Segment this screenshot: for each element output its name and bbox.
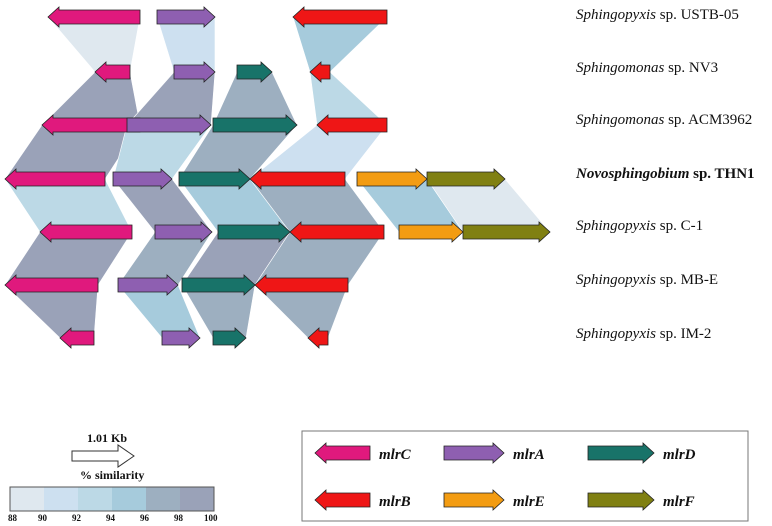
gene-arrow-r0-mlra	[156, 6, 216, 28]
gene-arrow-r2-mlrc	[41, 114, 141, 136]
species-label-thn1: Novosphingobium sp. THN1	[575, 166, 755, 182]
species-label-acm3962: Sphingomonas sp. ACM3962	[576, 112, 752, 128]
species-label-c1: Sphingopyxis sp. C-1	[576, 218, 703, 234]
similarity-ribbon-0	[47, 16, 141, 73]
scale-bar: 1.01 Kb	[71, 431, 135, 468]
species-label-im2: Sphingopyxis sp. IM-2	[576, 326, 711, 342]
similarity-ribbon-3	[41, 71, 141, 126]
similarity-bar-border	[9, 486, 215, 512]
similarity-swatch-5	[180, 487, 214, 511]
gene-arrow-r0-mlrb	[292, 6, 388, 28]
legend-arrow-mlrf	[587, 489, 655, 511]
similarity-tick-0: 88	[8, 513, 18, 523]
gene-arrow-r3-mlra	[112, 168, 173, 190]
gene-arrow-r4-mlrd	[217, 221, 291, 243]
similarity-swatch-3	[112, 487, 146, 511]
gene-arrow-r2-mlrb	[316, 114, 388, 136]
scale-bar-label: 1.01 Kb	[87, 431, 127, 445]
species-labels: Sphingopyxis sp. USTB-05 Sphingomonas sp…	[575, 7, 755, 342]
similarity-tick-4: 96	[140, 513, 150, 523]
gene-arrow-r1-mlrb	[309, 61, 331, 83]
similarity-ribbon-6	[309, 71, 388, 126]
similarity-tick-6: 100	[204, 513, 218, 523]
similarity-ribbon-11	[4, 178, 133, 233]
similarity-ribbons	[4, 16, 551, 339]
similarity-tick-5: 98	[174, 513, 184, 523]
gene-arrow-r5-mlrb	[254, 274, 349, 296]
legend-arrow-mlre	[443, 489, 505, 511]
similarity-swatch-4	[146, 487, 180, 511]
legend-arrow-mlrb	[314, 489, 371, 511]
gene-arrow-r1-mlrc	[94, 61, 131, 83]
gene-arrow-r4-mlrf	[462, 221, 551, 243]
similarity-legend: % similarity 88 90 92 94 96 98 100	[8, 468, 218, 523]
species-label-ustb05: Sphingopyxis sp. USTB-05	[576, 7, 739, 23]
gene-arrow-r5-mlrc	[4, 274, 99, 296]
similarity-tick-1: 90	[38, 513, 48, 523]
gene-arrow-r3-mlrb	[249, 168, 346, 190]
gene-legend: mlrC mlrA mlrD mlrB mlrE mlrF	[301, 430, 749, 522]
gene-legend-box	[301, 430, 749, 522]
gene-arrow-r6-mlra	[161, 327, 201, 349]
scale-arrow-icon	[71, 444, 135, 468]
gene-arrow-r3-mlre	[356, 168, 428, 190]
gene-arrow-r4-mlrb	[289, 221, 385, 243]
gene-arrow-r1-mlra	[173, 61, 216, 83]
similarity-swatch-2	[78, 487, 112, 511]
similarity-ribbon-17	[4, 231, 133, 286]
legend-label-mlrf: mlrF	[663, 494, 695, 510]
gene-arrow-r3-mlrd	[178, 168, 251, 190]
legend-label-mlrb: mlrB	[379, 494, 411, 510]
gene-arrow-r1-mlrd	[236, 61, 273, 83]
similarity-tick-3: 94	[106, 513, 116, 523]
gene-arrow-r6-mlrb	[307, 327, 329, 349]
legend-arrow-mlrd	[587, 442, 655, 464]
legend-label-mlra: mlrA	[513, 447, 545, 463]
similarity-ribbon-2	[292, 16, 388, 73]
legend-arrow-mlrc	[314, 442, 371, 464]
similarity-ribbon-5	[212, 71, 298, 126]
gene-arrow-r5-mlrd	[181, 274, 256, 296]
legend-label-mlrd: mlrD	[663, 447, 696, 463]
similarity-ribbon-21	[4, 284, 99, 339]
legend-label-mlrc: mlrC	[379, 447, 412, 463]
gene-arrows	[4, 6, 551, 349]
gene-arrow-r2-mlra	[126, 114, 212, 136]
similarity-swatch-0	[10, 487, 44, 511]
gene-arrow-r0-mlrc	[47, 6, 141, 28]
gene-arrow-r3-mlrf	[426, 168, 506, 190]
gene-arrow-r6-mlrd	[212, 327, 247, 349]
similarity-title: % similarity	[80, 468, 144, 482]
similarity-tick-2: 92	[72, 513, 82, 523]
legend-arrow-mlra	[443, 442, 505, 464]
gene-arrow-r3-mlrc	[4, 168, 106, 190]
gene-arrow-r5-mlra	[117, 274, 179, 296]
legend-label-mlre: mlrE	[513, 494, 545, 510]
gene-arrow-r6-mlrc	[59, 327, 95, 349]
species-label-mbe: Sphingopyxis sp. MB-E	[576, 272, 718, 288]
gene-arrow-r4-mlra	[154, 221, 213, 243]
similarity-swatch-1	[44, 487, 78, 511]
gene-arrow-r4-mlre	[398, 221, 464, 243]
similarity-ribbon-24	[254, 284, 349, 339]
gene-arrow-r4-mlrc	[39, 221, 133, 243]
gene-arrow-r2-mlrd	[212, 114, 298, 136]
species-label-nv3: Sphingomonas sp. NV3	[576, 60, 718, 76]
